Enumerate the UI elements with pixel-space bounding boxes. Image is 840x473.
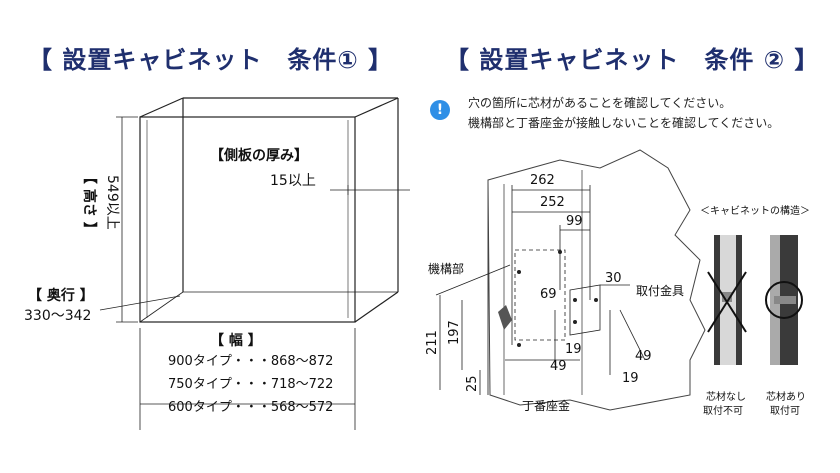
dim-69: 69 bbox=[540, 287, 557, 302]
mechanism-label: 機構部 bbox=[428, 261, 464, 276]
bracket-label: 取付金具 bbox=[636, 283, 684, 298]
holes bbox=[517, 250, 598, 347]
no-core-text-1: 芯材なし bbox=[706, 390, 746, 403]
dim-99: 99 bbox=[566, 214, 583, 229]
dim-49b: 49 bbox=[635, 349, 652, 364]
height-label: 【 高さ 】 bbox=[81, 170, 98, 236]
dim-19a: 19 bbox=[565, 342, 582, 357]
wall-panel bbox=[487, 149, 706, 411]
width-600: 600タイプ・・・568～572 bbox=[168, 400, 333, 415]
height-value: 549以上 bbox=[104, 175, 120, 230]
dim-30: 30 bbox=[605, 271, 622, 286]
dim-49a: 49 bbox=[550, 359, 567, 374]
hinge-mechanism-icon bbox=[498, 305, 512, 330]
dim-211: 211 bbox=[425, 330, 440, 355]
dim-262: 262 bbox=[530, 173, 555, 188]
title-condition-2: 【 設置キャビネット 条件 ② 】 bbox=[445, 46, 820, 74]
dimension-lines-1 bbox=[99, 116, 410, 430]
side-thickness-label: 【側板の厚み】 bbox=[210, 147, 308, 164]
width-750: 750タイプ・・・718～722 bbox=[168, 377, 333, 392]
no-core-text-2: 取付不可 bbox=[703, 404, 743, 417]
depth-value: 330～342 bbox=[24, 308, 91, 324]
structure-no-core-icon bbox=[707, 235, 747, 365]
dimension-lines-2 bbox=[435, 185, 646, 395]
dim-25: 25 bbox=[465, 375, 480, 392]
cabinet-outline bbox=[139, 97, 399, 323]
note-line-2: 機構部と丁番座金が接触しないことを確認してください。 bbox=[468, 116, 780, 130]
dim-19b: 19 bbox=[622, 371, 639, 386]
structure-with-core-icon bbox=[765, 235, 803, 365]
core-text-2: 取付可 bbox=[770, 404, 800, 417]
dim-197: 197 bbox=[447, 320, 462, 345]
core-text-1: 芯材あり bbox=[766, 390, 806, 403]
width-label: 【 幅 】 bbox=[210, 332, 262, 349]
depth-label: 【 奥行 】 bbox=[28, 287, 94, 304]
hinge-seat-label: 丁番座金 bbox=[522, 398, 570, 413]
dim-252: 252 bbox=[540, 195, 565, 210]
width-900: 900タイプ・・・868～872 bbox=[168, 354, 333, 369]
side-thickness-value: 15以上 bbox=[270, 173, 316, 189]
title-condition-1: 【 設置キャビネット 条件① 】 bbox=[28, 46, 394, 74]
info-icon: ! bbox=[430, 100, 450, 120]
note-line-1: 穴の箇所に芯材があることを確認してください。 bbox=[468, 96, 732, 110]
structure-title: ＜キャビネットの構造＞ bbox=[700, 204, 810, 217]
